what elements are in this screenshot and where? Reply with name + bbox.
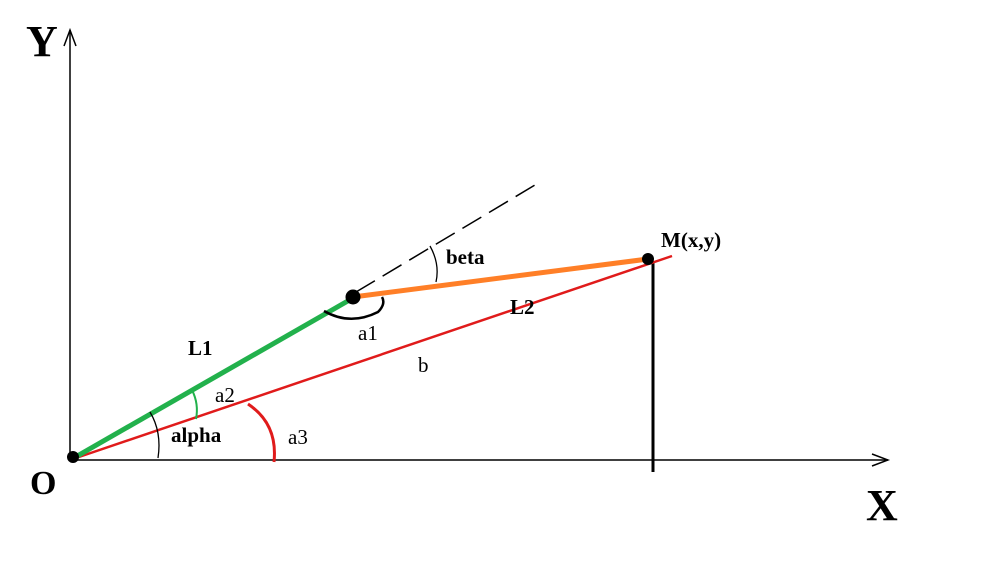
l1-label: L1 [188,336,213,360]
y-axis-label: Y [26,17,58,66]
l1-extension-dashed [355,181,541,293]
elbow-joint [345,289,361,305]
a1-label: a1 [358,321,378,345]
beta-label: beta [446,245,485,269]
a2-label: a2 [215,383,235,407]
alpha-arc [149,411,160,459]
a2-arc [191,389,198,420]
y-axis-arrowhead [63,27,77,47]
origin-label: O [30,465,56,502]
link-l1 [70,295,355,462]
origin-point [67,451,79,463]
l2-label: L2 [510,295,535,319]
x-axis-label: X [866,481,898,530]
link-b [69,254,673,462]
end-point-m [642,253,654,265]
beta-arc [429,245,438,283]
alpha-label: alpha [171,423,222,447]
link-l2 [352,256,649,300]
a3-arc [247,402,276,463]
x-axis-arrowhead [871,453,891,467]
a1-arc [323,296,385,320]
point-m-label: M(x,y) [661,228,721,252]
b-label: b [418,353,429,377]
a3-label: a3 [288,425,308,449]
